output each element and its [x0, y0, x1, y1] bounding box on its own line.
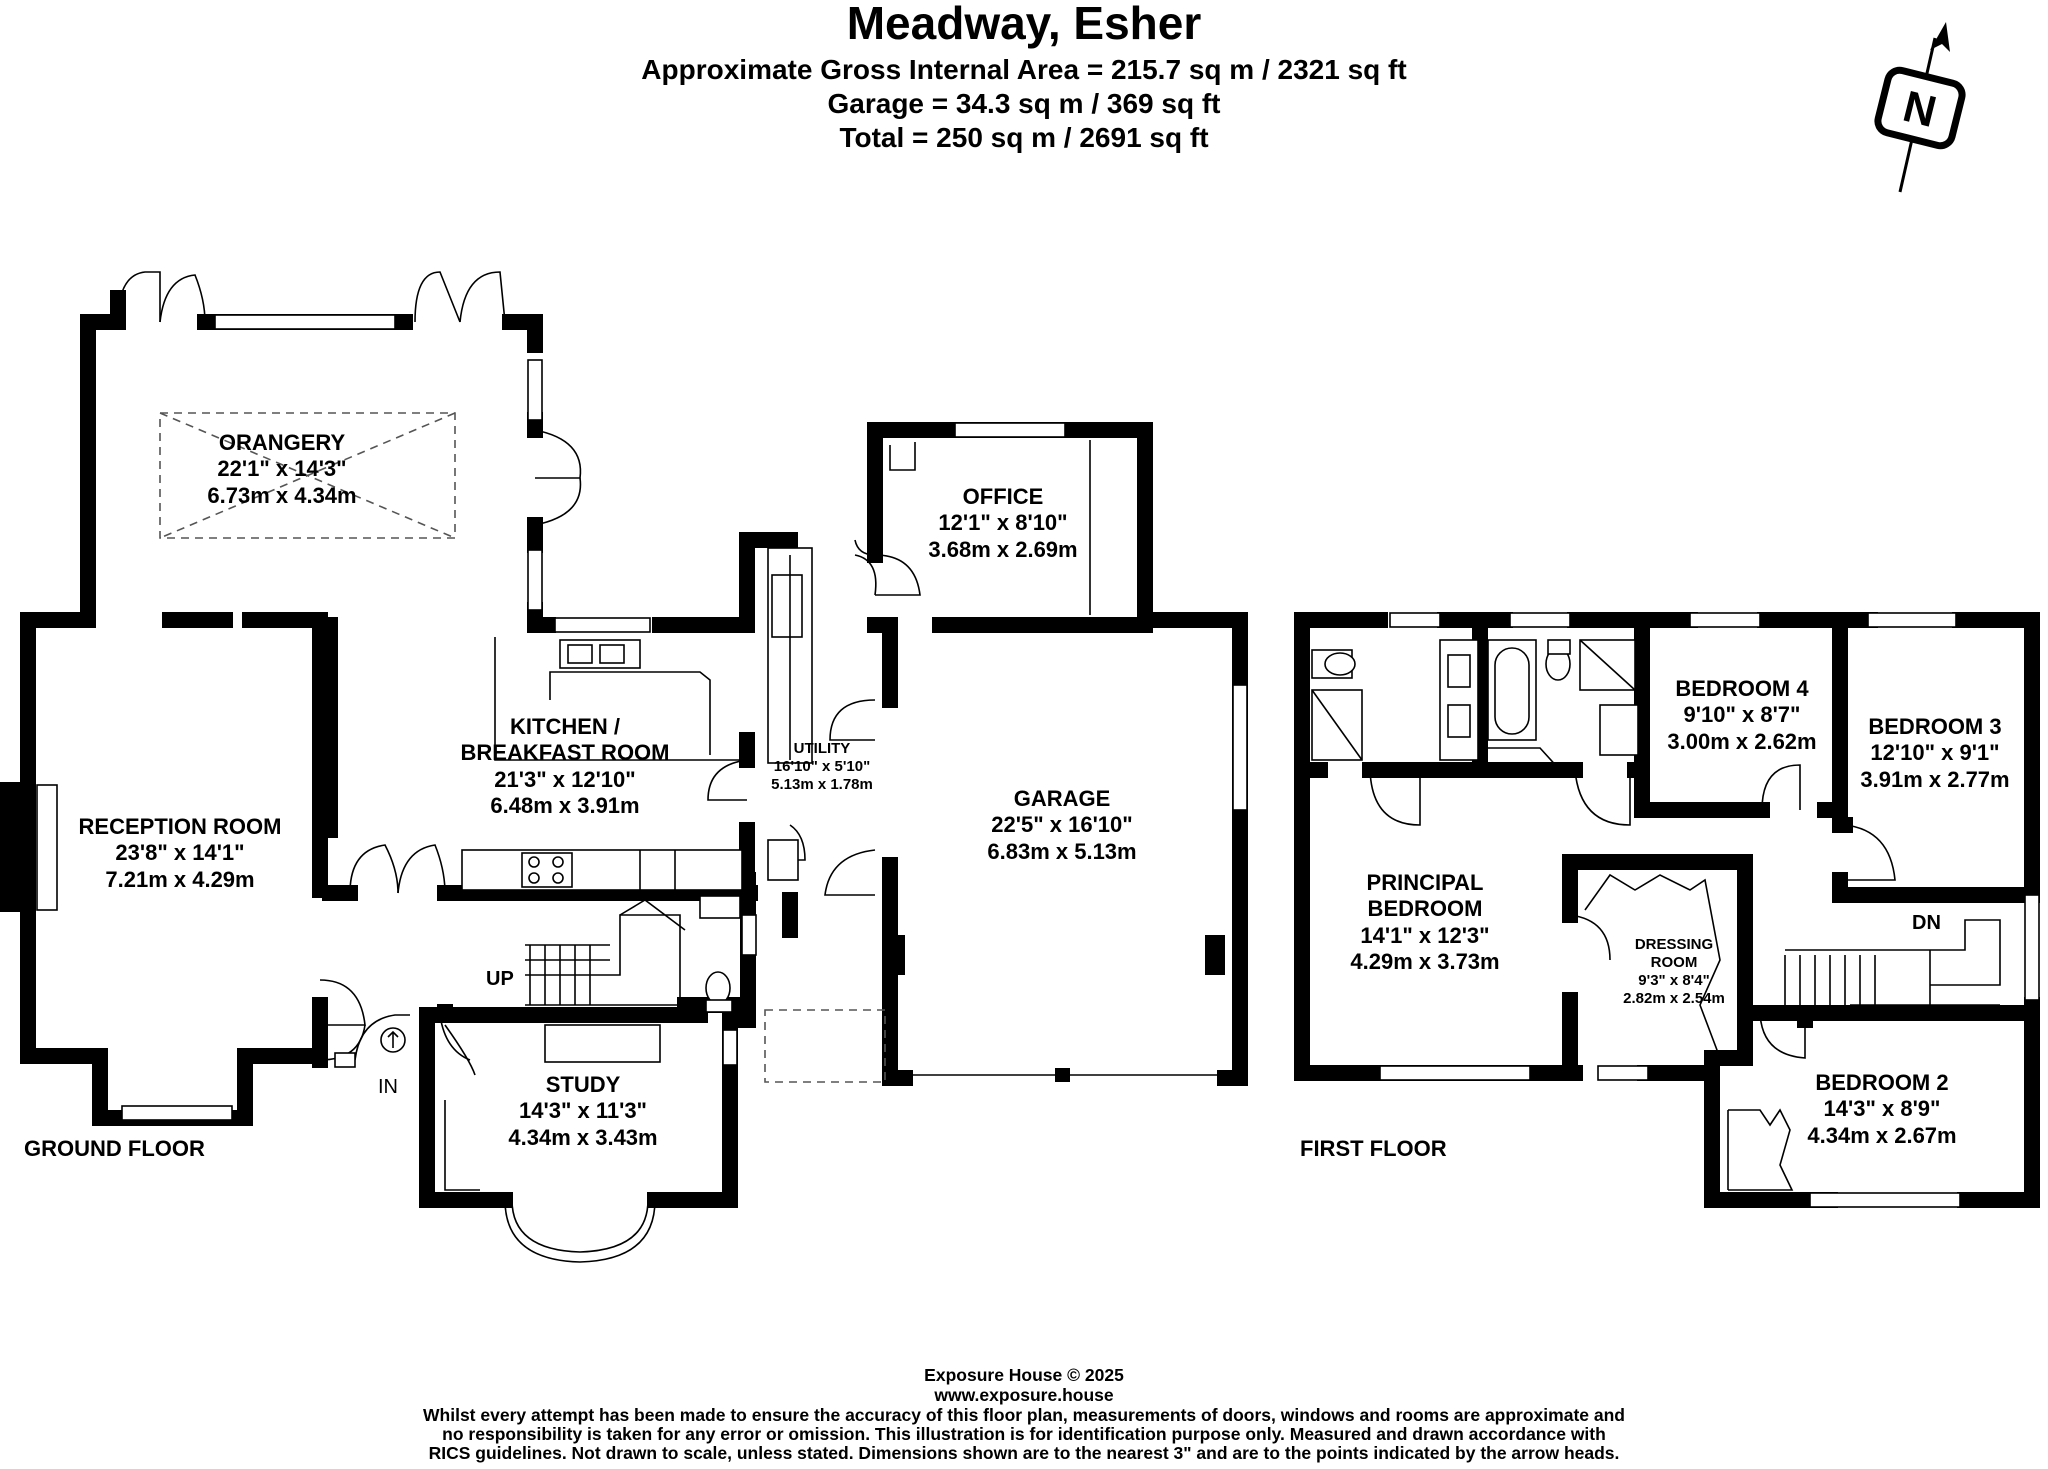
total-area-line: Total = 250 sq m / 2691 sq ft	[839, 122, 1209, 153]
room-name-line2: ROOM	[1650, 954, 1698, 971]
orangery-details	[117, 271, 582, 611]
room-metric: 3.00m x 2.62m	[1667, 728, 1817, 754]
room-imperial: 16'10" x 5'10"	[773, 758, 871, 775]
room-metric: 7.21m x 4.29m	[105, 866, 255, 892]
office-details	[854, 422, 1091, 615]
room-orangery: ORANGERY 22'1" x 14'3" 6.73m x 4.34m	[207, 430, 356, 509]
first-floor-details	[1311, 612, 2040, 1208]
gross-area-line: Approximate Gross Internal Area = 215.7 …	[641, 54, 1407, 85]
room-dressing-room: DRESSING ROOM 9'3" x 8'4" 2.82m x 2.54m	[1623, 936, 1725, 1008]
room-imperial: 14'3" x 11'3"	[519, 1098, 647, 1124]
room-reception: RECEPTION ROOM 23'8" x 14'1" 7.21m x 4.2…	[79, 814, 282, 893]
room-metric: 2.82m x 2.54m	[1623, 990, 1725, 1007]
room-imperial: 9'10" x 8'7"	[1683, 702, 1801, 728]
kitchen-details	[349, 617, 748, 894]
room-principal-bedroom: PRINCIPAL BEDROOM 14'1" x 12'3" 4.29m x …	[1350, 870, 1499, 976]
room-name: BEDROOM 2	[1815, 1070, 1949, 1095]
room-metric: 4.34m x 3.43m	[508, 1124, 658, 1150]
utility-details	[764, 539, 886, 1083]
room-name: RECEPTION ROOM	[78, 814, 282, 839]
garage-area-line: Garage = 34.3 sq m / 369 sq ft	[827, 88, 1221, 119]
room-name: OFFICE	[962, 484, 1044, 509]
entrance-label: IN	[378, 1076, 398, 1098]
room-imperial: 14'3" x 8'9"	[1823, 1096, 1941, 1122]
room-metric: 5.13m x 1.78m	[771, 776, 873, 793]
room-bedroom-4: BEDROOM 4 9'10" x 8'7" 3.00m x 2.62m	[1667, 676, 1816, 755]
room-name: BEDROOM 3	[1868, 714, 2002, 739]
room-metric: 4.34m x 2.67m	[1807, 1122, 1957, 1148]
room-name-line2: BREAKFAST ROOM	[460, 740, 670, 766]
room-imperial: 12'10" x 9'1"	[1870, 740, 2000, 766]
room-garage: GARAGE 22'5" x 16'10" 6.83m x 5.13m	[987, 786, 1136, 865]
room-imperial: 9'3" x 8'4"	[1638, 972, 1710, 989]
room-metric: 6.83m x 5.13m	[987, 838, 1137, 864]
room-metric: 6.48m x 3.91m	[490, 793, 640, 819]
room-kitchen: KITCHEN / BREAKFAST ROOM 21'3" x 12'10" …	[461, 714, 670, 820]
footer-url: www.exposure.house	[934, 1385, 1114, 1405]
room-bedroom-2: BEDROOM 2 14'3" x 8'9" 4.34m x 2.67m	[1807, 1070, 1956, 1149]
first-floor-label: FIRST FLOOR	[1300, 1136, 1447, 1161]
room-name: ORANGERY	[218, 430, 346, 455]
room-imperial: 12'1" x 8'10"	[938, 510, 1068, 536]
stairs-down-label: DN	[1912, 912, 1941, 934]
room-imperial: 21'3" x 12'10"	[494, 766, 636, 792]
room-name: BEDROOM 4	[1675, 676, 1809, 701]
footer-disclaimer-2: no responsibility is taken for any error…	[442, 1424, 1606, 1444]
footer-copyright: Exposure House © 2025	[924, 1365, 1124, 1385]
reception-details	[36, 784, 366, 1121]
plan-title: Meadway, Esher	[846, 0, 1202, 49]
room-name: GARAGE	[1013, 786, 1111, 811]
room-metric: 6.73m x 4.34m	[207, 482, 357, 508]
north-arrow-icon: N	[1874, 22, 1966, 193]
room-imperial: 23'8" x 14'1"	[115, 840, 245, 866]
room-metric: 3.91m x 2.77m	[1860, 766, 2010, 792]
room-name-line2: BEDROOM	[1367, 896, 1483, 922]
room-imperial: 14'1" x 12'3"	[1360, 922, 1490, 948]
room-name-line1: DRESSING	[1634, 936, 1714, 953]
room-bedroom-3: BEDROOM 3 12'10" x 9'1" 3.91m x 2.77m	[1860, 714, 2009, 793]
room-name-line1: KITCHEN /	[510, 714, 620, 739]
ground-floor-label: GROUND FLOOR	[24, 1136, 205, 1161]
room-study: STUDY 14'3" x 11'3" 4.34m x 3.43m	[508, 1072, 657, 1151]
room-name: UTILITY	[793, 740, 851, 757]
footer-disclaimer-3: RICS guidelines. Not drawn to scale, unl…	[428, 1443, 1620, 1463]
room-name-line1: PRINCIPAL	[1366, 870, 1484, 895]
room-name: STUDY	[545, 1072, 621, 1097]
room-metric: 3.68m x 2.69m	[928, 536, 1078, 562]
study-details	[444, 1024, 738, 1263]
room-imperial: 22'1" x 14'3"	[217, 456, 347, 482]
room-imperial: 22'5" x 16'10"	[991, 812, 1133, 838]
room-metric: 4.29m x 3.73m	[1350, 949, 1500, 975]
room-utility: UTILITY 16'10" x 5'10" 5.13m x 1.78m	[771, 740, 873, 794]
room-office: OFFICE 12'1" x 8'10" 3.68m x 2.69m	[928, 484, 1077, 563]
stairs-up-label: UP	[486, 968, 514, 990]
footer-disclaimer-1: Whilst every attempt has been made to en…	[423, 1405, 1625, 1425]
garage-details	[905, 684, 1248, 1082]
